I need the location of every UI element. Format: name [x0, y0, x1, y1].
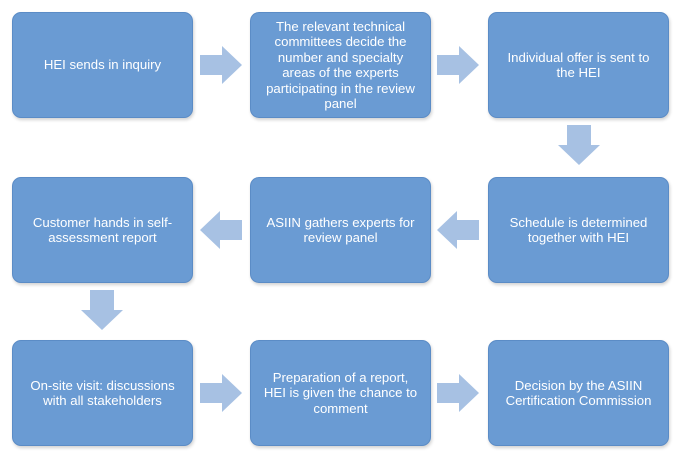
arrow-left-icon	[437, 211, 479, 249]
step-asiin-gathers-experts: ASIIN gathers experts for review panel	[250, 177, 431, 283]
step-preparation-of-report: Preparation of a report, HEI is given th…	[250, 340, 431, 446]
arrow-right-icon	[437, 46, 479, 84]
step-schedule-determined: Schedule is determined together with HEI	[488, 177, 669, 283]
arrow-left-icon	[200, 211, 242, 249]
step-label: Schedule is determined together with HEI	[509, 214, 648, 246]
arrow-right-icon	[437, 374, 479, 412]
step-technical-committees-decide: The relevant technical committees decide…	[250, 12, 431, 118]
arrow-down-icon	[558, 125, 600, 165]
step-label: The relevant technical committees decide…	[266, 18, 415, 112]
step-label: Customer hands in self-assessment report	[32, 214, 173, 246]
step-on-site-visit: On-site visit: discussions with all stak…	[12, 340, 193, 446]
step-hei-sends-inquiry: HEI sends in inquiry	[12, 12, 193, 118]
arrow-right-icon	[200, 46, 242, 84]
step-label: HEI sends in inquiry	[43, 57, 162, 73]
step-label: ASIIN gathers experts for review panel	[266, 214, 415, 246]
step-label: On-site visit: discussions with all stak…	[30, 377, 175, 409]
step-customer-self-assessment: Customer hands in self-assessment report	[12, 177, 193, 283]
step-decision-certification-commission: Decision by the ASIIN Certification Comm…	[488, 340, 669, 446]
step-label: Individual offer is sent to the HEI	[507, 49, 650, 81]
arrow-down-icon	[81, 290, 123, 330]
step-individual-offer-sent: Individual offer is sent to the HEI	[488, 12, 669, 118]
step-label: Preparation of a report, HEI is given th…	[263, 369, 418, 416]
step-label: Decision by the ASIIN Certification Comm…	[505, 377, 652, 409]
arrow-right-icon	[200, 374, 242, 412]
